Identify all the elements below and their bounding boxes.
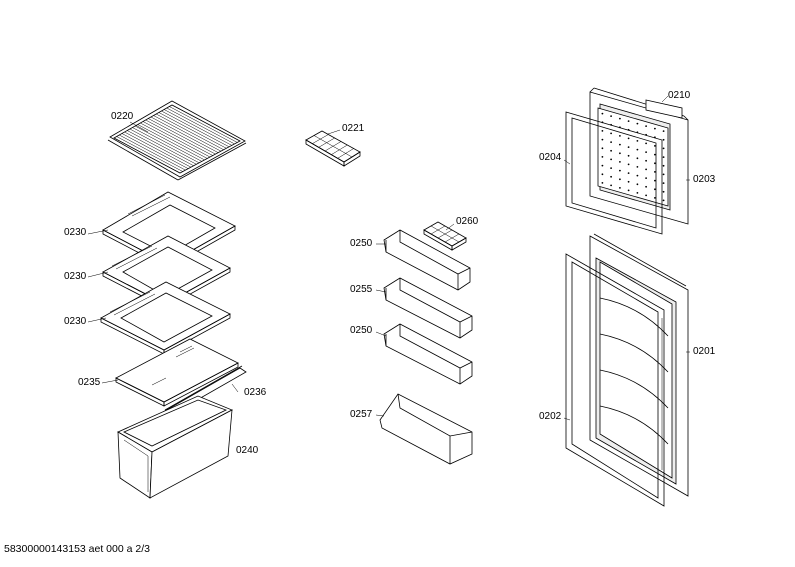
label-0210: 0210 [668, 90, 691, 101]
label-0230-b: 0230 [64, 271, 87, 282]
label-0257: 0257 [350, 409, 373, 420]
fridge-door-0201 [589, 233, 689, 497]
glass-shelf-0230-b [102, 235, 231, 309]
label-0201: 0201 [693, 346, 716, 357]
label-0202: 0202 [539, 411, 562, 422]
label-0236: 0236 [244, 387, 267, 398]
label-0235: 0235 [78, 377, 101, 388]
door-shelf-0255 [383, 277, 473, 339]
door-shelf-0250-b [383, 323, 473, 385]
crisper-drawer-0240 [117, 395, 233, 499]
label-0221: 0221 [342, 123, 365, 134]
label-0240: 0240 [236, 445, 259, 456]
label-0230-c: 0230 [64, 316, 87, 327]
fridge-gasket-0202 [565, 253, 665, 507]
leader-lines [87, 95, 690, 421]
freezer-gasket-0204 [565, 111, 663, 235]
ice-tray-0221 [305, 130, 361, 167]
label-0250-a: 0250 [350, 238, 373, 249]
door-shelf-0257 [379, 393, 473, 465]
handle-cover-0210 [645, 99, 683, 119]
wire-shelf-0220 [107, 100, 247, 181]
glass-shelf-0230-c [100, 281, 231, 355]
label-0220: 0220 [111, 111, 134, 122]
label-0230-a: 0230 [64, 227, 87, 238]
egg-tray-0260 [423, 221, 467, 251]
label-0250-b: 0250 [350, 325, 373, 336]
label-0204: 0204 [539, 152, 562, 163]
drawing-reference-number: 58300000143153 aet 000 a 2/3 [4, 543, 150, 555]
label-0203: 0203 [693, 174, 716, 185]
freezer-door-0203 [589, 87, 689, 225]
label-0260: 0260 [456, 216, 479, 227]
door-shelf-0250-a [383, 229, 471, 291]
label-0255: 0255 [350, 284, 373, 295]
crisper-cover-0235 [115, 338, 239, 407]
